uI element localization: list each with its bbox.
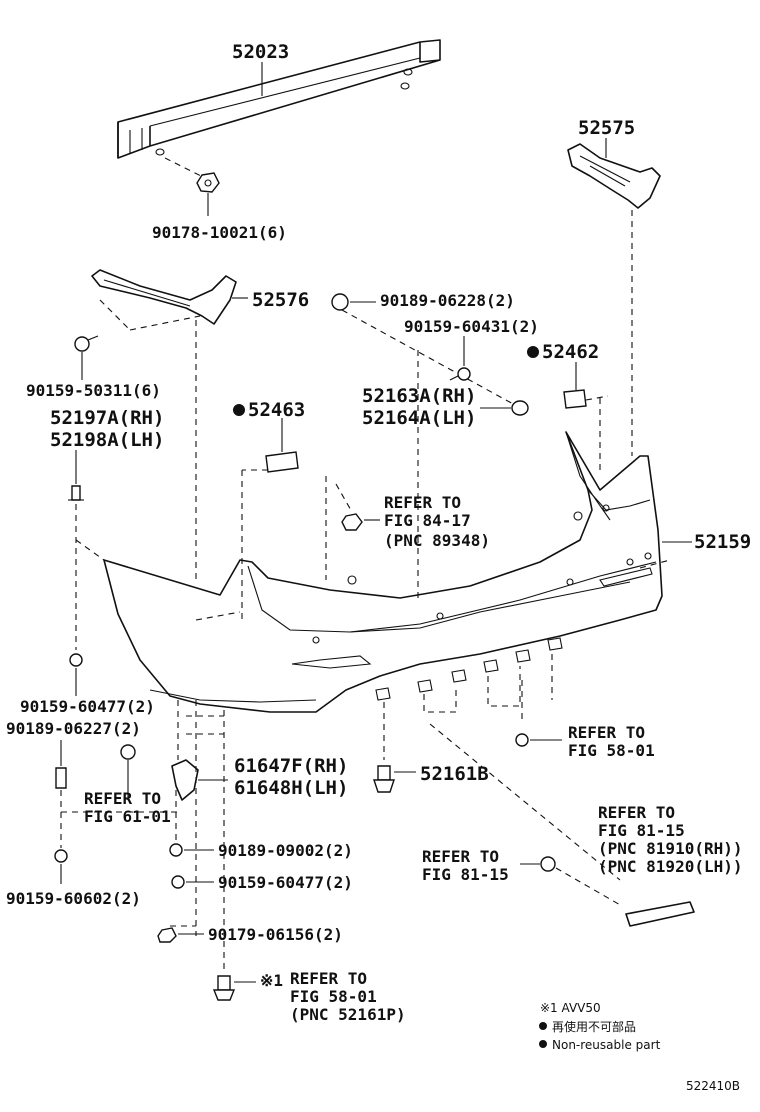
pad-52462: [527, 346, 609, 409]
bracket-52576: [91, 269, 248, 580]
label-refer-61-1: REFER TO: [84, 789, 161, 808]
label-refer-81a-3: (PNC 81910(RH)): [598, 839, 743, 858]
bracket-61647f: [171, 700, 228, 936]
clip-52161p: [212, 710, 256, 1001]
label-90159-60431: 90159-60431(2): [404, 317, 539, 336]
clip-refer-84-17: [335, 483, 380, 531]
label-refer-84-2: FIG 84-17: [384, 511, 471, 530]
label-90189-06228: 90189-06228(2): [380, 291, 515, 310]
screw-90159-50311: [74, 335, 99, 380]
clip-52163a: [480, 400, 529, 416]
label-refer-81a-1: REFER TO: [598, 803, 675, 822]
label-refer-58b-3: (PNC 52161P): [290, 1005, 406, 1024]
label-90159-50311: 90159-50311(6): [26, 381, 161, 400]
label-52197a: 52197A(RH): [50, 407, 164, 429]
label-90159-60477-b: 90159-60477(2): [218, 873, 353, 892]
label-61648h: 61648H(LH): [234, 777, 348, 799]
label-refer-58a-2: FIG 58-01: [568, 741, 655, 760]
label-90159-60602: 90159-60602(2): [6, 889, 141, 908]
label-refer-84-3: (PNC 89348): [384, 531, 490, 550]
label-52576: 52576: [252, 289, 309, 311]
label-52462: 52462: [542, 341, 599, 363]
screw-90189-06227-left: [55, 740, 180, 848]
legend-bullet-2: [539, 1040, 547, 1048]
bumper-cover-52159: [75, 350, 692, 713]
label-refer-58a-1: REFER TO: [568, 723, 645, 742]
legend: ※1 AVV50 再使用不可部品 Non-reusable part: [539, 1001, 661, 1052]
legend-line-1: 再使用不可部品: [552, 1019, 636, 1034]
bracket-52575: [567, 138, 661, 456]
screw-90159-60477-left: [69, 653, 83, 696]
note-mark: ※1: [260, 971, 283, 990]
figure-code: 522410B: [686, 1079, 740, 1093]
legend-bullet-1: [539, 1022, 547, 1030]
nut-90179-06156: [157, 925, 204, 943]
label-90189-09002: 90189-09002(2): [218, 841, 353, 860]
legend-note: ※1 AVV50: [540, 1001, 601, 1015]
pad-52463: [233, 404, 299, 620]
label-52159: 52159: [694, 531, 751, 553]
screw-90159-60602: [54, 849, 68, 884]
label-52164a: 52164A(LH): [362, 407, 476, 429]
label-refer-58b-1: REFER TO: [290, 969, 367, 988]
label-refer-81a-4: (PNC 81920(LH)): [598, 857, 743, 876]
bumper-reinforcement: [117, 39, 441, 159]
label-refer-81a-2: FIG 81-15: [598, 821, 685, 840]
label-52023: 52023: [232, 41, 289, 63]
label-90179-06156: 90179-06156(2): [208, 925, 343, 944]
clip-90189-06228: [331, 293, 516, 406]
label-90178: 90178-10021(6): [152, 223, 287, 242]
label-52463: 52463: [248, 399, 305, 421]
label-refer-61-2: FIG 61-01: [84, 807, 171, 826]
label-52198a: 52198A(LH): [50, 429, 164, 451]
rivet-52197a: [68, 450, 84, 650]
reflector: [429, 723, 695, 927]
clip-52161b: [373, 765, 416, 793]
label-refer-84-1: REFER TO: [384, 493, 461, 512]
label-90189-06227: 90189-06227(2): [6, 719, 141, 738]
label-61647f: 61647F(RH): [234, 755, 348, 777]
label-52575: 52575: [578, 117, 635, 139]
label-52161b: 52161B: [420, 763, 489, 785]
screw-90159-60431: [449, 336, 471, 381]
screw-refer-58-01: [515, 733, 562, 747]
label-refer-81b-2: FIG 81-15: [422, 865, 509, 884]
screw-90159-60477-center: [171, 875, 214, 889]
nut-90178: [164, 157, 220, 216]
grommet-90189-06227: [120, 744, 136, 800]
lower-retainers: [375, 637, 563, 760]
nut-90189-09002: [169, 790, 214, 857]
label-refer-58b-2: FIG 58-01: [290, 987, 377, 1006]
label-90159-60477-a: 90159-60477(2): [20, 697, 155, 716]
label-refer-81b-1: REFER TO: [422, 847, 499, 866]
label-52163a: 52163A(RH): [362, 385, 476, 407]
legend-line-2: Non-reusable part: [552, 1038, 661, 1052]
